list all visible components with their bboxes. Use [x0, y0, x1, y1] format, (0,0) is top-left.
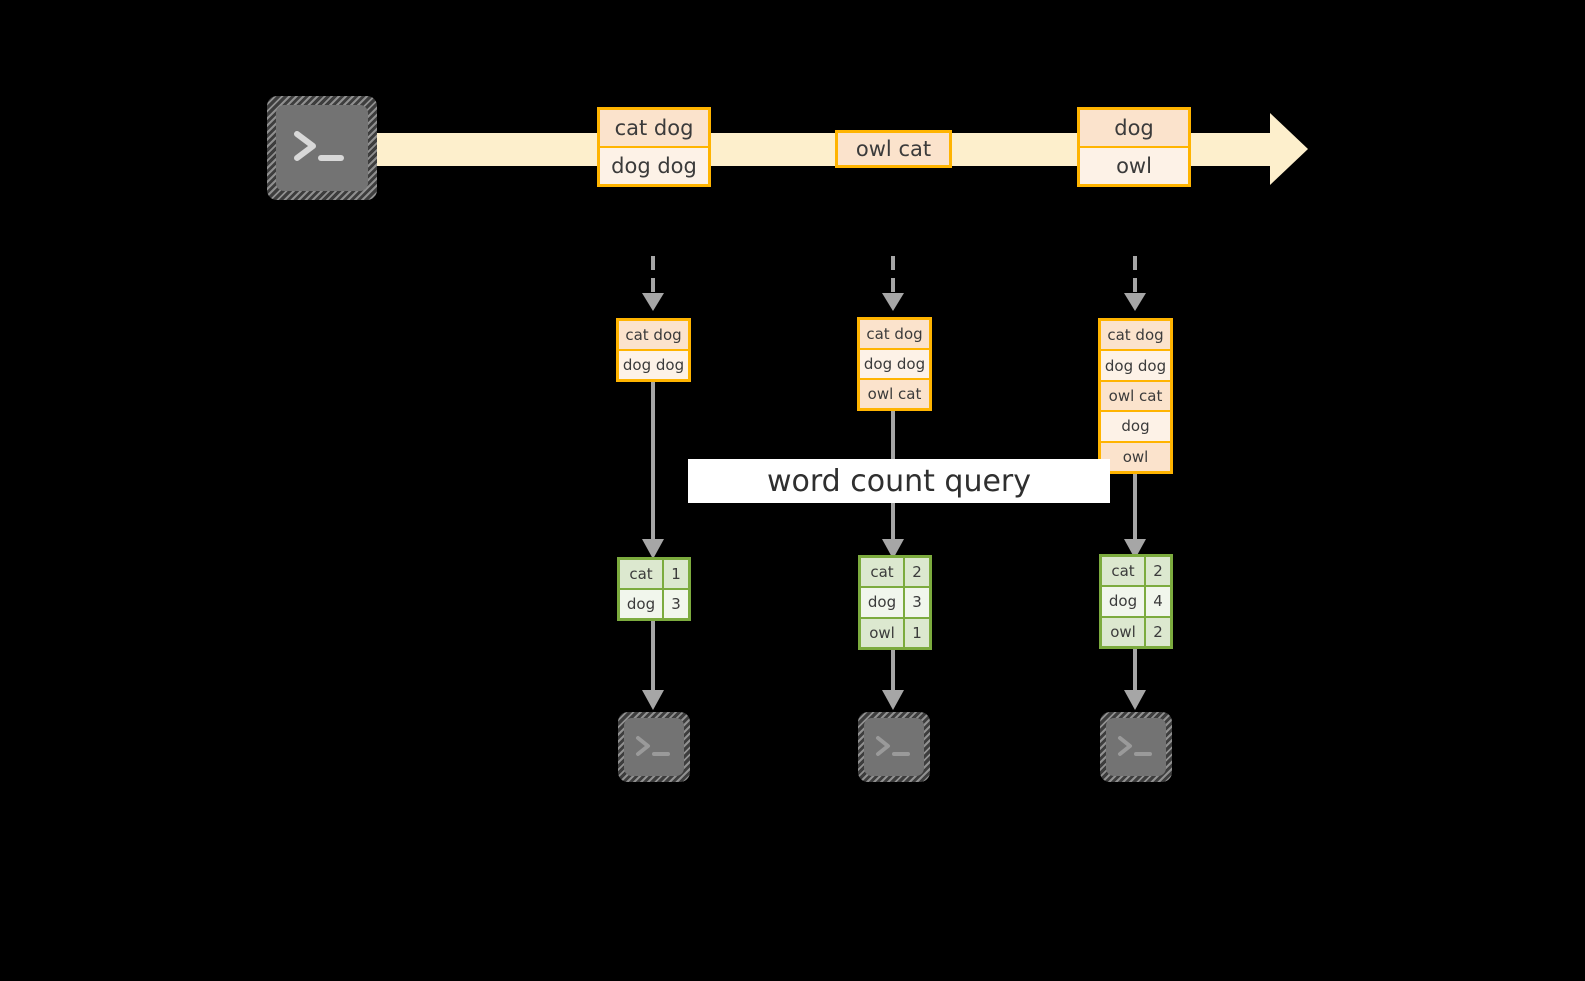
terminal-prompt-icon [876, 736, 910, 756]
result-count: 4 [1146, 587, 1170, 616]
terminal-face [624, 718, 684, 776]
snapshot-line: dog [1101, 412, 1170, 443]
result-row: dog 3 [620, 590, 688, 618]
terminal-prompt-icon [636, 736, 670, 756]
stream-event-line: cat dog [600, 110, 708, 148]
query-arrow-3-shaft [1133, 474, 1137, 542]
stream-event-line: owl [1080, 148, 1188, 184]
stream-event-line: owl cat [838, 133, 949, 165]
word-count-result-1: cat 1 dog 3 [617, 557, 691, 621]
result-word: dog [620, 590, 664, 618]
result-count: 1 [664, 560, 688, 588]
source-terminal-icon [267, 96, 377, 200]
sink-arrow-1-head [642, 690, 664, 710]
snapshot-line: dog dog [1101, 351, 1170, 382]
result-count: 2 [905, 558, 929, 587]
terminal-face [1106, 718, 1166, 776]
terminal-face [864, 718, 924, 776]
result-row: cat 1 [620, 560, 688, 590]
result-count: 1 [905, 618, 929, 647]
snapshot-line: owl [1101, 442, 1170, 472]
snapshot-line: cat dog [619, 321, 688, 351]
snapshot-line: cat dog [860, 320, 929, 350]
result-count: 2 [1146, 617, 1170, 646]
stream-event-line: dog dog [600, 148, 708, 184]
snapshot-line: dog dog [619, 351, 688, 379]
sink-arrow-3-head [1124, 690, 1146, 710]
result-word: owl [1102, 617, 1146, 646]
query-label-band: word count query [688, 459, 1110, 503]
snapshot-trigger-arrow-2-shaft [891, 256, 895, 295]
state-snapshot-3: cat dog dog dog owl cat dog owl [1098, 318, 1173, 474]
result-word: dog [1102, 587, 1146, 616]
stream-event-group-1: cat dog dog dog [597, 107, 711, 187]
result-row: cat 2 [1102, 557, 1170, 588]
snapshot-line: owl cat [1101, 381, 1170, 413]
snapshot-line: owl cat [860, 380, 929, 408]
stream-event-group-3: dog owl [1077, 107, 1191, 187]
result-word: cat [620, 560, 664, 588]
query-label-text: word count query [766, 463, 1032, 499]
sink-arrow-1-shaft [651, 621, 655, 693]
state-snapshot-2: cat dog dog dog owl cat [857, 317, 932, 411]
result-row: dog 3 [861, 588, 929, 619]
snapshot-line: dog dog [860, 350, 929, 380]
result-row: dog 4 [1102, 587, 1170, 618]
word-count-result-3: cat 2 dog 4 owl 2 [1099, 554, 1173, 649]
sink-arrow-2-shaft [891, 650, 895, 693]
result-word: owl [861, 618, 905, 647]
query-arrow-1-shaft [651, 382, 655, 542]
snapshot-trigger-arrow-2-head [882, 293, 904, 311]
word-count-result-2: cat 2 dog 3 owl 1 [858, 555, 932, 650]
query-arrow-2-head [882, 539, 904, 559]
result-count: 3 [664, 590, 688, 618]
result-count: 3 [905, 588, 929, 617]
stream-event-group-2: owl cat [835, 130, 952, 168]
result-word: dog [861, 588, 905, 617]
snapshot-trigger-arrow-1-shaft [651, 256, 655, 295]
sink-terminal-2 [858, 712, 930, 782]
terminal-prompt-icon [1118, 736, 1152, 756]
query-arrow-1-head [642, 539, 664, 559]
sink-terminal-3 [1100, 712, 1172, 782]
result-row: owl 2 [1102, 617, 1170, 646]
stream-event-line: dog [1080, 110, 1188, 148]
result-word: cat [1102, 557, 1146, 586]
result-word: cat [861, 558, 905, 587]
snapshot-trigger-arrow-3-shaft [1133, 256, 1137, 295]
result-count: 2 [1146, 557, 1170, 586]
snapshot-trigger-arrow-3-head [1124, 293, 1146, 311]
state-snapshot-1: cat dog dog dog [616, 318, 691, 382]
sink-arrow-3-shaft [1133, 649, 1137, 693]
event-stream-arrow-head [1270, 113, 1346, 185]
snapshot-line: cat dog [1101, 321, 1170, 352]
result-row: cat 2 [861, 558, 929, 589]
snapshot-trigger-arrow-1-head [642, 293, 664, 311]
terminal-face [276, 105, 368, 191]
terminal-prompt-icon [294, 131, 344, 161]
result-row: owl 1 [861, 618, 929, 647]
sink-terminal-1 [618, 712, 690, 782]
sink-arrow-2-head [882, 690, 904, 710]
